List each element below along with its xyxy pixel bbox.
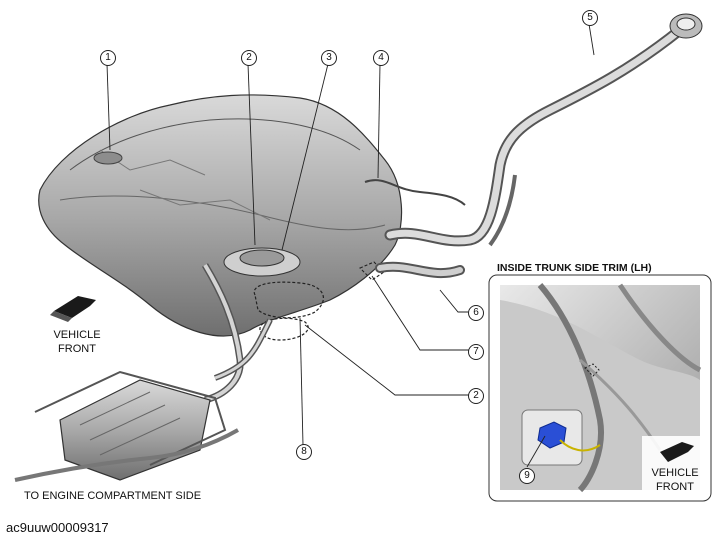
callout-3: 3 — [321, 50, 337, 66]
inset-box — [488, 274, 712, 502]
vehicle-front-text-right: VEHICLE FRONT — [651, 467, 699, 493]
filler-neck-pipe — [375, 13, 703, 279]
vehicle-front-label-left: VEHICLE FRONT — [42, 328, 112, 356]
fuel-tank — [38, 94, 403, 341]
callout-2-bottom: 2 — [468, 388, 484, 404]
callout-5: 5 — [582, 10, 598, 26]
callout-2-top: 2 — [241, 50, 257, 66]
reference-code: ac9uuw00009317 — [6, 520, 109, 535]
callout-9: 9 — [519, 468, 535, 484]
vehicle-front-label-right: VEHICLE FRONT — [640, 466, 710, 494]
vapor-line — [364, 179, 466, 206]
callout-8: 8 — [296, 444, 312, 460]
canister-hoses — [201, 263, 273, 404]
callout-1: 1 — [100, 50, 116, 66]
leader-lines — [106, 23, 595, 446]
canister — [14, 370, 239, 482]
callout-6: 6 — [468, 305, 484, 321]
callout-7: 7 — [468, 344, 484, 360]
vehicle-front-text-left: VEHICLE FRONT — [53, 329, 101, 355]
callout-4: 4 — [373, 50, 389, 66]
inset-title: INSIDE TRUNK SIDE TRIM (LH) — [497, 262, 652, 274]
vehicle-front-arrow-left — [50, 296, 96, 322]
engine-compartment-label: TO ENGINE COMPARTMENT SIDE — [24, 490, 202, 502]
